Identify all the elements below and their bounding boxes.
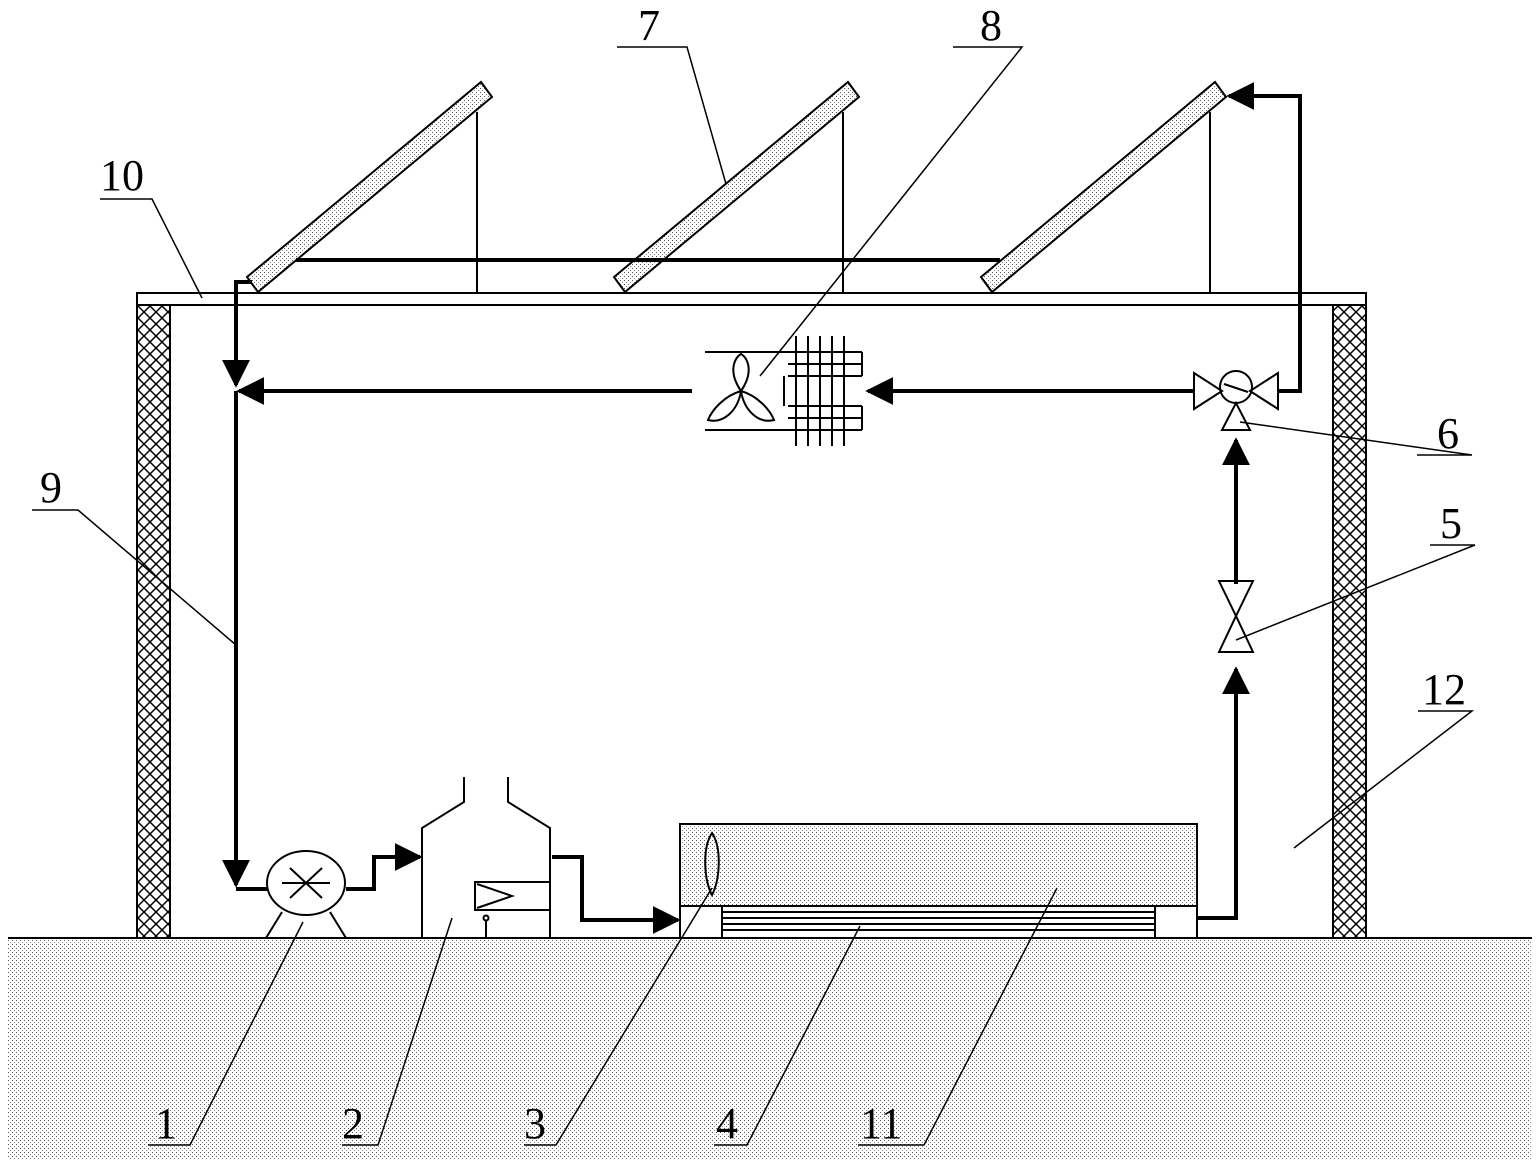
drying-chamber [679,823,1198,939]
drying-tray [722,911,1155,931]
circulation-pump [265,850,347,939]
ground [8,938,1532,1160]
solar-collector-right [979,80,1228,294]
label-4: 4 [716,1099,738,1148]
regulating-valve [1217,580,1255,653]
label-5: 5 [1440,499,1462,548]
label-8: 8 [980,1,1002,50]
label-3: 3 [524,1099,546,1148]
pipe-pump-to-heater [346,843,423,891]
solar-collector-middle [612,80,861,294]
label-7: 7 [638,1,660,50]
left-insulated-wall [136,292,171,939]
right-insulated-wall [1332,292,1367,939]
label-11: 11 [860,1099,902,1148]
three-way-valve [1193,370,1279,431]
label-12: 12 [1422,665,1466,714]
label-6: 6 [1437,409,1459,458]
pipe-heater-to-dryer [552,855,681,934]
pipe-dryer-up [1198,666,1250,920]
label-2: 2 [342,1099,364,1148]
solar-collector-left [245,80,494,294]
auxiliary-heater [421,777,551,939]
label-1: 1 [155,1099,177,1148]
fan-heat-exchanger [705,336,863,446]
label-10: 10 [100,151,144,200]
chamber-fan [704,831,720,898]
roof [136,292,1367,306]
leader-lines [32,46,1476,1146]
label-9: 9 [40,463,62,512]
pipe-collector-down [222,280,252,388]
pipe-valve-to-collector [1226,82,1302,393]
